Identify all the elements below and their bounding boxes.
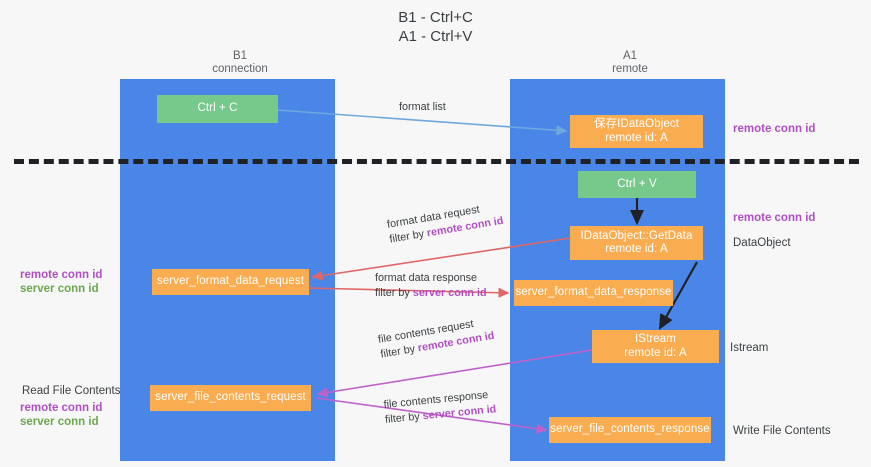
edge-label-format-data-request: format data request filter by remote con… bbox=[386, 199, 505, 248]
edge-label-format-data-response-line2: filter by server conn id bbox=[375, 286, 487, 301]
annotation-right-dataobject: DataObject bbox=[733, 237, 791, 249]
node-server-format-data-response[interactable]: server_format_data_response bbox=[514, 280, 673, 306]
edge-label-format-data-response-line1: format data response bbox=[375, 272, 478, 284]
annotation-right-write-file-contents: Write File Contents bbox=[733, 425, 831, 437]
node-idataobject-getdata[interactable]: IDataObject::GetData remote id: A bbox=[570, 226, 703, 260]
conn-id-tag: server conn id bbox=[412, 287, 487, 299]
diagram-title: B1 - Ctrl+C A1 - Ctrl+V bbox=[398, 9, 473, 45]
edge-label-format-list-line1: format list bbox=[399, 101, 446, 113]
annotation-right-remote-conn-id-top: remote conn id bbox=[733, 123, 816, 135]
edge-label-file-contents-response: file contents response filter by server … bbox=[383, 387, 497, 428]
edge-label-format-list: format list bbox=[399, 100, 446, 115]
filter-prefix: filter by bbox=[375, 287, 413, 299]
node-server-file-contents-response[interactable]: server_file_contents_response bbox=[549, 417, 711, 443]
annotation-right-remote-conn-id-mid: remote conn id bbox=[733, 212, 816, 224]
node-save-idataobject[interactable]: 保存IDataObject remote id: A bbox=[570, 115, 703, 148]
annotation-left-remote-conn-id-2: remote conn id bbox=[20, 402, 103, 414]
node-server-file-contents-request[interactable]: server_file_contents_request bbox=[150, 385, 311, 411]
annotation-left-remote-conn-id: remote conn id bbox=[20, 269, 103, 281]
column-header-a1: A1 remote bbox=[612, 50, 648, 75]
annotation-left-read-file-contents: Read File Contents bbox=[22, 385, 121, 397]
annotation-left-server-conn-id: server conn id bbox=[20, 283, 99, 295]
annotation-left-conn-id-group-lower: remote conn id server conn id bbox=[20, 401, 102, 429]
node-ctrl-v[interactable]: Ctrl + V bbox=[578, 171, 696, 198]
node-server-format-data-request[interactable]: server_format_data_request bbox=[152, 269, 309, 295]
annotation-left-server-conn-id-2: server conn id bbox=[20, 416, 99, 428]
edge-label-file-contents-request: file contents request filter by remote c… bbox=[377, 314, 496, 363]
annotation-left-conn-id-group-upper: remote conn id server conn id bbox=[20, 268, 102, 296]
filter-prefix: filter by bbox=[384, 410, 424, 426]
column-header-b1: B1 connection bbox=[212, 50, 268, 75]
node-istream[interactable]: IStream remote id: A bbox=[592, 330, 719, 363]
annotation-right-istream: Istream bbox=[730, 342, 769, 354]
node-ctrl-c[interactable]: Ctrl + C bbox=[157, 95, 278, 123]
edge-label-format-data-response: format data response filter by server co… bbox=[375, 271, 487, 301]
phase-divider bbox=[14, 159, 859, 164]
